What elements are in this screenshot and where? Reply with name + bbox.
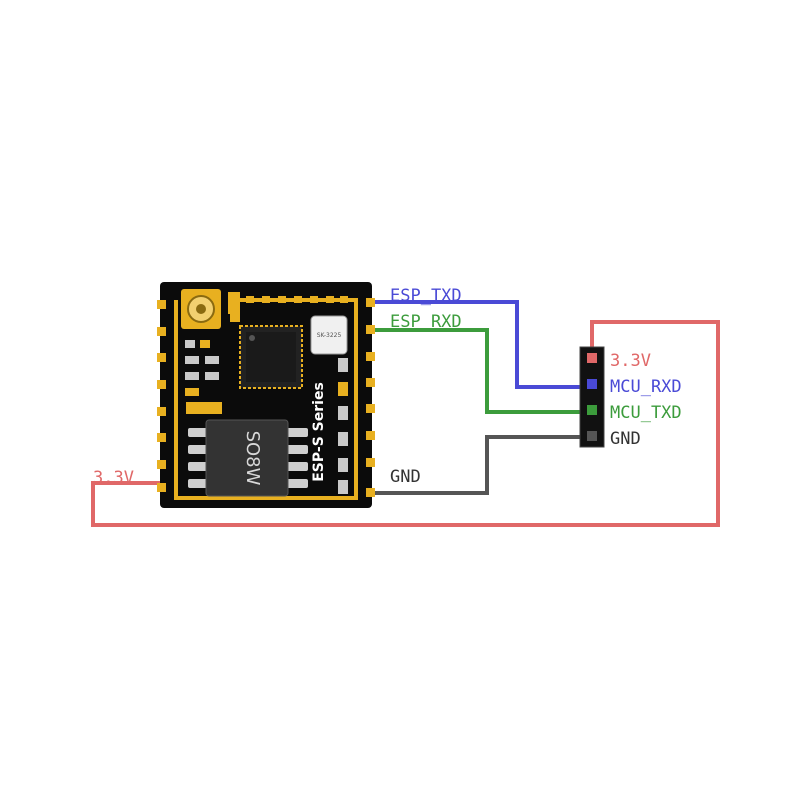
crystal: SK-3225 xyxy=(310,315,348,355)
header-pin-mcu-rxd xyxy=(587,379,597,389)
label-header-mcu-rxd: MCU_RXD xyxy=(610,377,682,397)
wire-esp-rxd xyxy=(372,328,592,414)
label-header-3v3: 3.3V xyxy=(610,351,651,371)
antenna-connector xyxy=(181,289,240,329)
label-header-gnd: GND xyxy=(610,429,641,449)
header-pin-gnd xyxy=(587,431,597,441)
pin-header xyxy=(579,346,605,448)
wire-esp-txd xyxy=(372,300,592,389)
right-pads xyxy=(366,298,375,497)
wire-3v3 xyxy=(91,320,720,527)
crystal-label: SK-3225 xyxy=(317,332,342,339)
top-pads xyxy=(246,296,348,303)
wires xyxy=(91,300,720,527)
esp-module: SK-3225 xyxy=(157,282,375,508)
passive-components xyxy=(185,340,348,494)
label-gnd-left: GND xyxy=(390,467,421,487)
label-esp-rxd: ESP_RXD xyxy=(390,312,462,332)
header-pin-mcu-txd xyxy=(587,405,597,415)
flash-label: SO8W xyxy=(242,431,263,486)
module-series-text: ESP-S Series xyxy=(311,382,327,482)
flash-chip: SO8W xyxy=(188,419,308,497)
label-vcc-left: 3.3V xyxy=(93,468,134,488)
label-header-mcu-txd: MCU_TXD xyxy=(610,403,682,423)
soc-chip xyxy=(239,325,303,389)
left-pads xyxy=(157,300,166,492)
header-body xyxy=(579,346,605,448)
wire-gnd xyxy=(372,435,592,495)
label-esp-txd: ESP_TXD xyxy=(390,286,462,306)
header-pin-3v3 xyxy=(587,353,597,363)
labels: ESP_TXD ESP_RXD GND 3.3V 3.3V MCU_RXD MC… xyxy=(93,286,682,488)
